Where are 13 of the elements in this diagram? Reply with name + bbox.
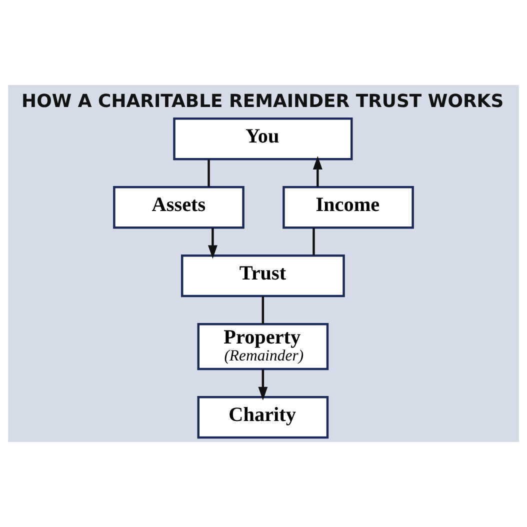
arrow <box>258 369 268 400</box>
node-box: Assets <box>113 186 244 229</box>
node-box: Property (Remainder) <box>197 323 329 370</box>
diagram-title: HOW A CHARITABLE REMAINDER TRUST WORKS <box>22 91 504 112</box>
node-box: Trust <box>180 254 345 298</box>
node-box: Charity <box>197 396 329 439</box>
node-box: Income <box>282 186 414 229</box>
connector <box>208 159 210 187</box>
connector <box>262 296 264 324</box>
arrow <box>208 228 218 259</box>
arrow <box>312 156 322 187</box>
connector <box>312 228 315 256</box>
node-box: You <box>173 118 353 160</box>
